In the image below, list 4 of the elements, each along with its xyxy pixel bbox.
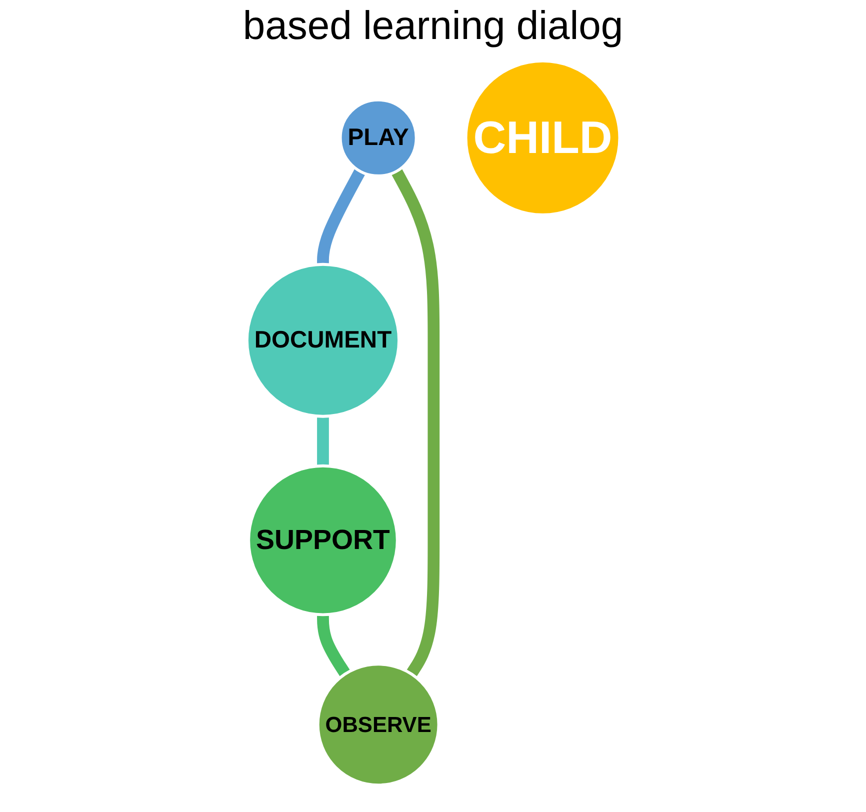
node-circle: OBSERVE (316, 662, 440, 787)
connector (390, 168, 440, 678)
title: based learning dialog (242, 4, 624, 49)
node-circle: DOCUMENT (245, 262, 400, 418)
